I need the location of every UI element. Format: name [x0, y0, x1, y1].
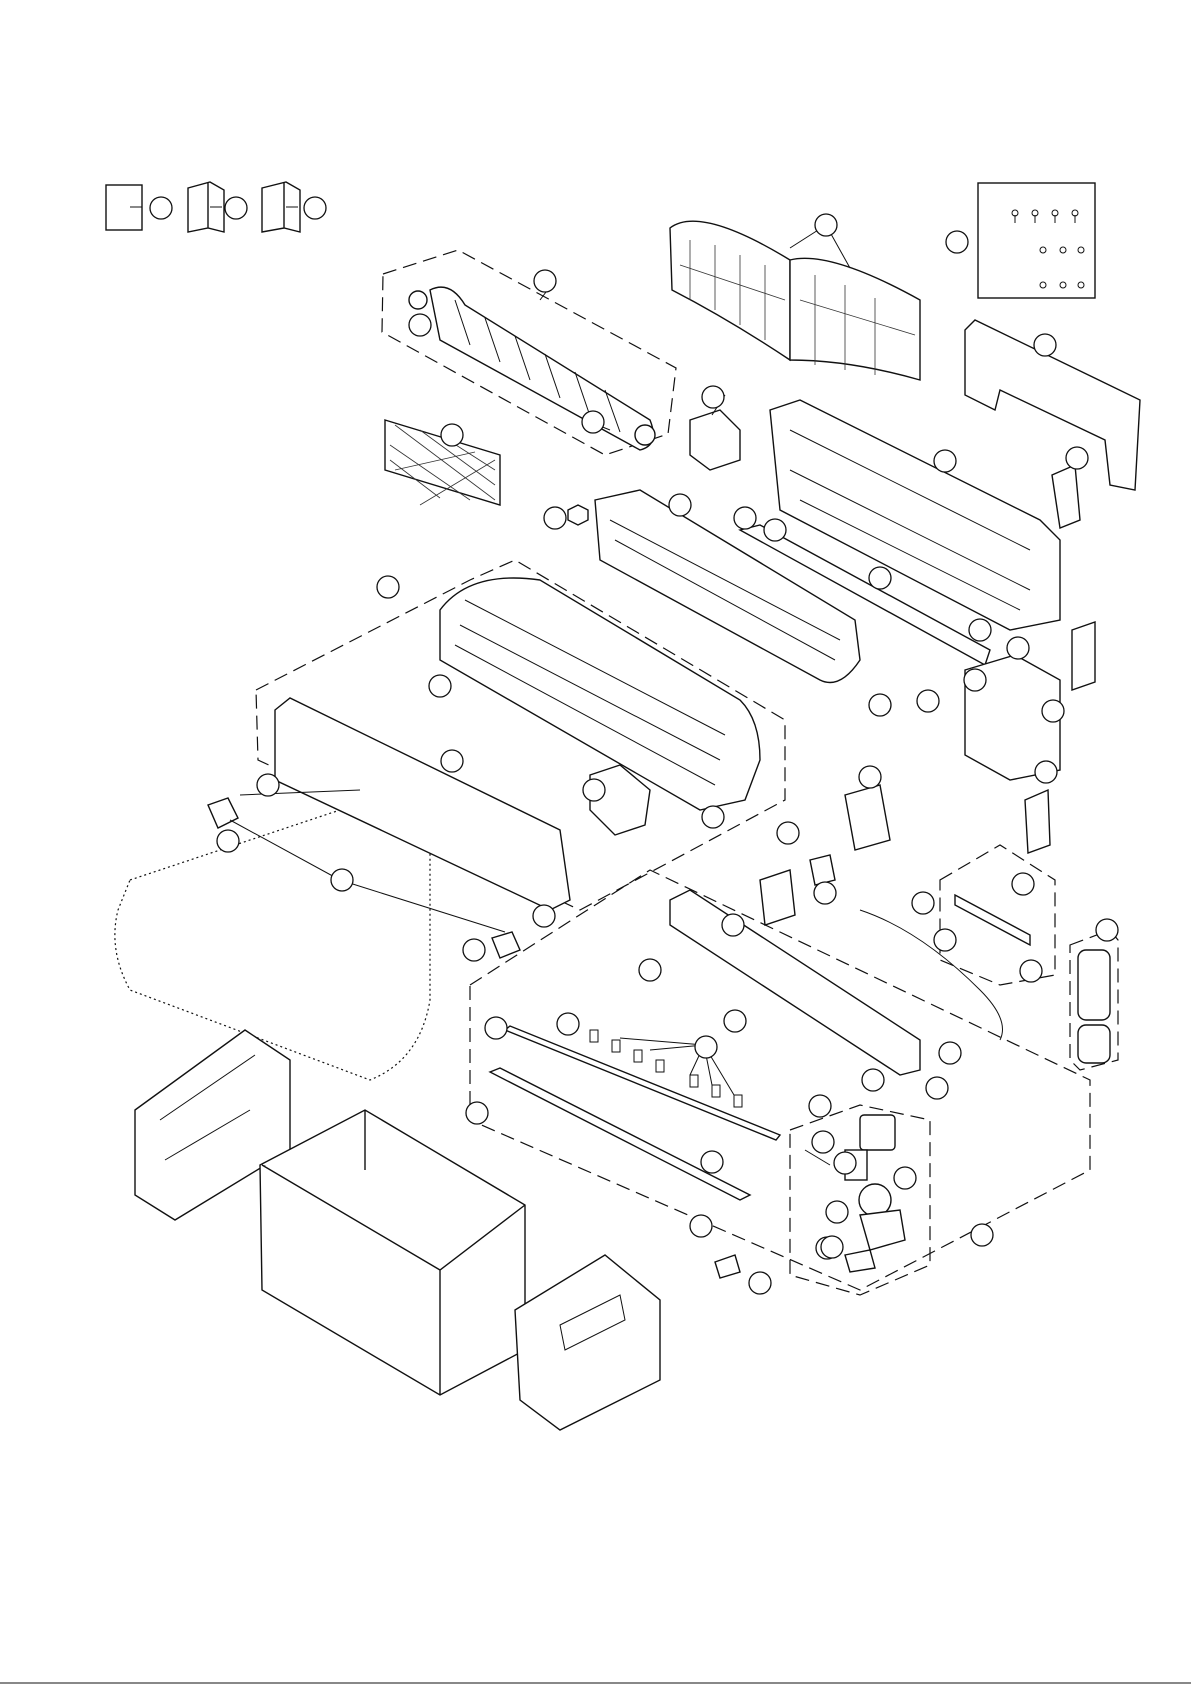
- packing-right: [515, 1255, 660, 1430]
- callout-motor-crank: [821, 1236, 843, 1258]
- callout-panel-arm-right: [533, 905, 555, 927]
- horizontal-vane: [490, 1068, 750, 1200]
- callout-front-panel: [441, 750, 463, 772]
- callout-vane-bushing: [722, 914, 744, 936]
- callout-book3: [304, 197, 326, 219]
- callout-control-label: [1007, 637, 1029, 659]
- pcb: [845, 785, 890, 850]
- callout-hinge-screw: [331, 869, 353, 891]
- callout-ion-generator-a: [1012, 873, 1034, 895]
- callout-motor-assy: [809, 1095, 831, 1117]
- callout-terminal-board: [814, 882, 836, 904]
- callout-remote-control: [1096, 919, 1118, 941]
- callout-evaporator: [669, 494, 691, 516]
- callout-chassis-clip-b: [764, 519, 786, 541]
- callout-frame-screw: [463, 939, 485, 961]
- screw-kit-box: [978, 183, 1095, 298]
- box-cover: [1025, 790, 1050, 853]
- callout-discharge-assy: [971, 1224, 993, 1246]
- callout-nut: [544, 507, 566, 529]
- callout-discharge-bracket: [690, 1215, 712, 1237]
- fan-bearing: [409, 291, 427, 309]
- callout-front-grille-assy: [377, 576, 399, 598]
- callout-pcb: [859, 766, 881, 788]
- callout-sensor-holder: [869, 694, 891, 716]
- louver-assembly-boundary: [470, 870, 1090, 1290]
- callout-louver-motor: [934, 929, 956, 951]
- terminal-cover: [760, 870, 795, 925]
- packaging: [135, 1030, 660, 1430]
- callout-fan-bearing: [409, 314, 431, 336]
- callout-display-pcb: [1035, 761, 1057, 783]
- callout-fan-motor: [702, 386, 724, 408]
- callout-gear-link: [939, 1042, 961, 1064]
- drain-cap: [715, 1255, 740, 1278]
- terminal-board: [810, 855, 835, 885]
- callout-motor-cover: [894, 1167, 916, 1189]
- callout-display-cover: [583, 779, 605, 801]
- callout-pipe-holder: [1066, 447, 1088, 469]
- callout-chassis-clip-a: [734, 507, 756, 529]
- remote-control: [1078, 950, 1110, 1063]
- callout-book1: [150, 197, 172, 219]
- callout-drain-tray: [869, 567, 891, 589]
- pipe-holder: [1052, 465, 1080, 528]
- control-label: [1072, 622, 1095, 690]
- callout-evaporator-bracket: [969, 619, 991, 641]
- front-panel: [275, 698, 570, 910]
- callout-air-filter: [815, 214, 837, 236]
- motor-holder: [860, 1210, 905, 1250]
- callout-electronic-box: [964, 669, 986, 691]
- vane-shaft: [505, 1026, 780, 1140]
- fan-motor: [690, 410, 740, 470]
- callout-cross-flow-fan: [534, 270, 556, 292]
- callout-terminal-cover: [777, 822, 799, 844]
- callout-book2: [225, 197, 247, 219]
- callout-ion-generator-b: [1020, 960, 1042, 982]
- callout-install-plate: [1034, 334, 1056, 356]
- callout-deodorizing-filter: [441, 424, 463, 446]
- nut: [568, 505, 588, 525]
- callout-vane-shaft: [485, 1017, 507, 1039]
- callout-screw-kit: [946, 231, 968, 253]
- main-chassis: [770, 400, 1080, 630]
- callout-discharge-motor: [926, 1077, 948, 1099]
- stepping-motor: [860, 1115, 895, 1150]
- panel-arm-right: [492, 932, 520, 958]
- callout-gear-box: [862, 1069, 884, 1091]
- air-filter-right: [790, 258, 920, 380]
- callout-box-cover: [1042, 700, 1064, 722]
- callout-vertical-vane: [695, 1036, 717, 1058]
- motor-crank: [845, 1250, 875, 1272]
- ion-generator-a: [955, 895, 1030, 945]
- callout-motor-spring: [834, 1152, 856, 1174]
- callout-panel-hinge: [217, 830, 239, 852]
- callout-sensor: [917, 690, 939, 712]
- callout-panel-arm-left: [257, 774, 279, 796]
- callout-front-grille: [429, 675, 451, 697]
- callout-fan-screw: [582, 411, 604, 433]
- callout-vane-screw: [466, 1102, 488, 1124]
- callout-louver-clip: [724, 1010, 746, 1032]
- callout-lead-wire: [912, 892, 934, 914]
- callout-stepping-motor: [826, 1201, 848, 1223]
- callout-discharge-frame: [639, 959, 661, 981]
- callout-motor-plate: [812, 1131, 834, 1153]
- callout-horizontal-vane: [701, 1151, 723, 1173]
- carton-box: [260, 1110, 525, 1395]
- panel-arm-left: [208, 798, 238, 828]
- callout-grille-screw: [702, 806, 724, 828]
- air-filter-left: [670, 221, 790, 360]
- callout-drain-cap: [749, 1272, 771, 1294]
- callout-vane-links: [557, 1013, 579, 1035]
- callout-main-chassis: [934, 450, 956, 472]
